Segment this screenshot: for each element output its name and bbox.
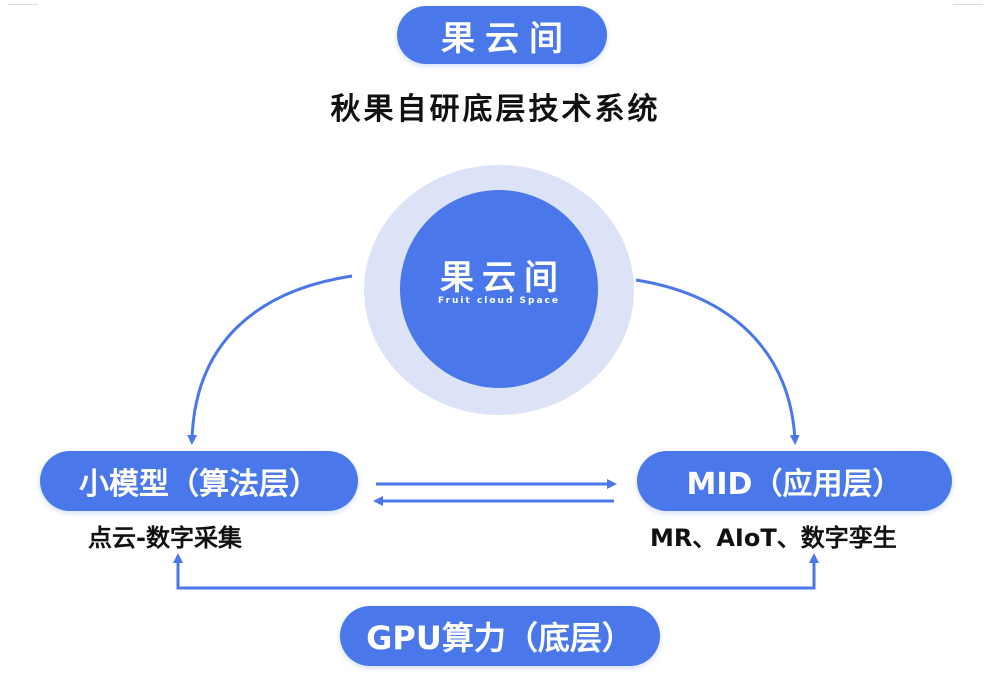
right-node-label: MID（应用层） [686,467,903,502]
left-node-caption: 点云-数字采集 [88,524,242,552]
right-node-caption: MR、AIoT、数字孪生 [650,524,897,552]
top-badge-label: 果云间 [441,18,573,59]
center-node-title: 果云间 [440,258,566,298]
center-node-subtitle: Fruit cloud Space [438,296,560,306]
corner-mark-right [953,0,983,5]
corner-mark-left [8,0,38,5]
center-node: 果云间 Fruit cloud Space [400,190,598,388]
arrow-center-to-left [187,274,353,445]
bottom-node-gpu-layer: GPU算力（底层） [340,606,660,666]
right-node-application-layer: MID（应用层） [637,451,952,511]
bottom-node-label: GPU算力（底层） [366,619,634,657]
top-badge: 果云间 [397,6,607,64]
left-node-label: 小模型（算法层） [79,467,319,502]
arrow-center-to-right [635,278,800,445]
left-node-algorithm-layer: 小模型（算法层） [40,451,358,511]
diagram-subtitle: 秋果自研底层技术系统 [330,92,661,127]
